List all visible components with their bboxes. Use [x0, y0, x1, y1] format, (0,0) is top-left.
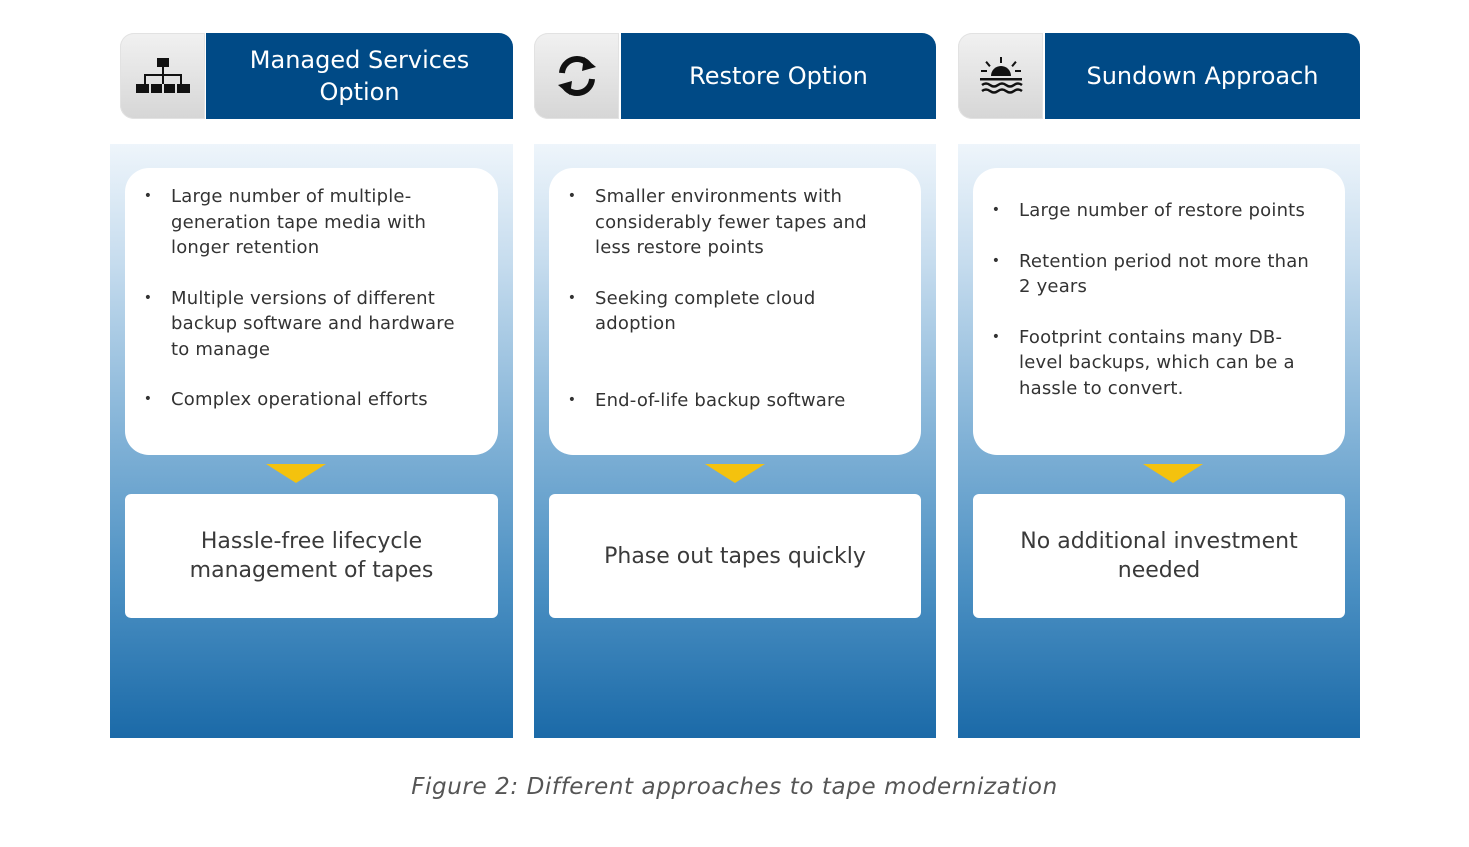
column-header: Managed Services Option	[110, 33, 513, 119]
down-arrow-icon	[705, 464, 765, 483]
list-item: • Seeking complete cloud adoption	[565, 286, 899, 337]
characteristics-card: • Large number of restore points • Retenti…	[973, 168, 1345, 455]
approach-column-restore: Restore Option • Smaller environments wit…	[534, 33, 936, 738]
list-item: • Footprint contains many DB-level backup…	[989, 325, 1323, 402]
sunset-icon	[958, 33, 1043, 119]
list-item: • Large number of restore points	[989, 198, 1323, 224]
column-panel: • Smaller environments with considerably …	[534, 144, 936, 738]
bullet-icon: •	[143, 289, 153, 306]
column-title: Restore Option	[621, 33, 936, 119]
bullet-text: Smaller environments with considerably f…	[595, 186, 867, 258]
bullet-text: Retention period not more than 2 years	[1019, 250, 1310, 298]
column-panel: • Large number of restore points • Retenti…	[958, 144, 1360, 738]
column-title: Managed Services Option	[206, 33, 513, 119]
hierarchy-icon	[120, 33, 205, 119]
outcome-card: Hassle-free lifecycle management of tape…	[125, 494, 498, 618]
bullet-text: Footprint contains many DB-level backups…	[1019, 326, 1295, 399]
approach-column-sundown: Sundown Approach • Large number of restor…	[958, 33, 1360, 738]
list-item: • Smaller environments with considerably …	[565, 184, 899, 261]
bullet-text: Complex operational efforts	[171, 389, 428, 410]
bullet-list: • Large number of multiple-generation tap…	[141, 184, 476, 413]
column-header: Sundown Approach	[958, 33, 1360, 119]
bullet-text: End-of-life backup software	[595, 389, 846, 411]
bullet-text: Large number of restore points	[1019, 200, 1306, 221]
list-item: • Retention period not more than 2 years	[989, 249, 1323, 300]
bullet-text: Seeking complete cloud adoption	[595, 287, 816, 335]
figure-caption: Figure 2: Different approaches to tape m…	[411, 774, 1058, 800]
bullet-icon: •	[143, 188, 153, 204]
list-item: • Large number of multiple-generation tap…	[141, 184, 476, 261]
refresh-icon	[534, 33, 619, 119]
characteristics-card: • Smaller environments with considerably …	[549, 168, 921, 455]
bullet-icon: •	[567, 289, 577, 306]
bullet-icon: •	[567, 188, 577, 204]
bullet-icon: •	[991, 328, 1001, 345]
outcome-card: Phase out tapes quickly	[549, 494, 921, 618]
column-header: Restore Option	[534, 33, 936, 119]
outcome-card: No additional investment needed	[973, 494, 1345, 618]
bullet-text: Multiple versions of different backup so…	[171, 287, 455, 360]
down-arrow-icon	[266, 464, 326, 483]
list-item: • Multiple versions of different backup s…	[141, 286, 476, 363]
down-arrow-icon	[1143, 464, 1203, 483]
bullet-icon: •	[567, 391, 577, 408]
bullet-text: Large number of multiple-generation tape…	[171, 186, 427, 258]
bullet-icon: •	[991, 252, 1001, 269]
bullet-icon: •	[143, 391, 153, 407]
bullet-list: • Smaller environments with considerably …	[565, 184, 899, 413]
characteristics-card: • Large number of multiple-generation tap…	[125, 168, 498, 455]
approach-column-managed-services: Managed Services Option • Large number of…	[110, 33, 513, 738]
column-panel: • Large number of multiple-generation tap…	[110, 144, 513, 738]
list-item: • End-of-life backup software	[565, 388, 899, 414]
list-item: • Complex operational efforts	[141, 387, 476, 413]
bullet-list: • Large number of restore points • Retenti…	[989, 198, 1323, 401]
bullet-icon: •	[991, 202, 1001, 218]
column-title: Sundown Approach	[1045, 33, 1360, 119]
